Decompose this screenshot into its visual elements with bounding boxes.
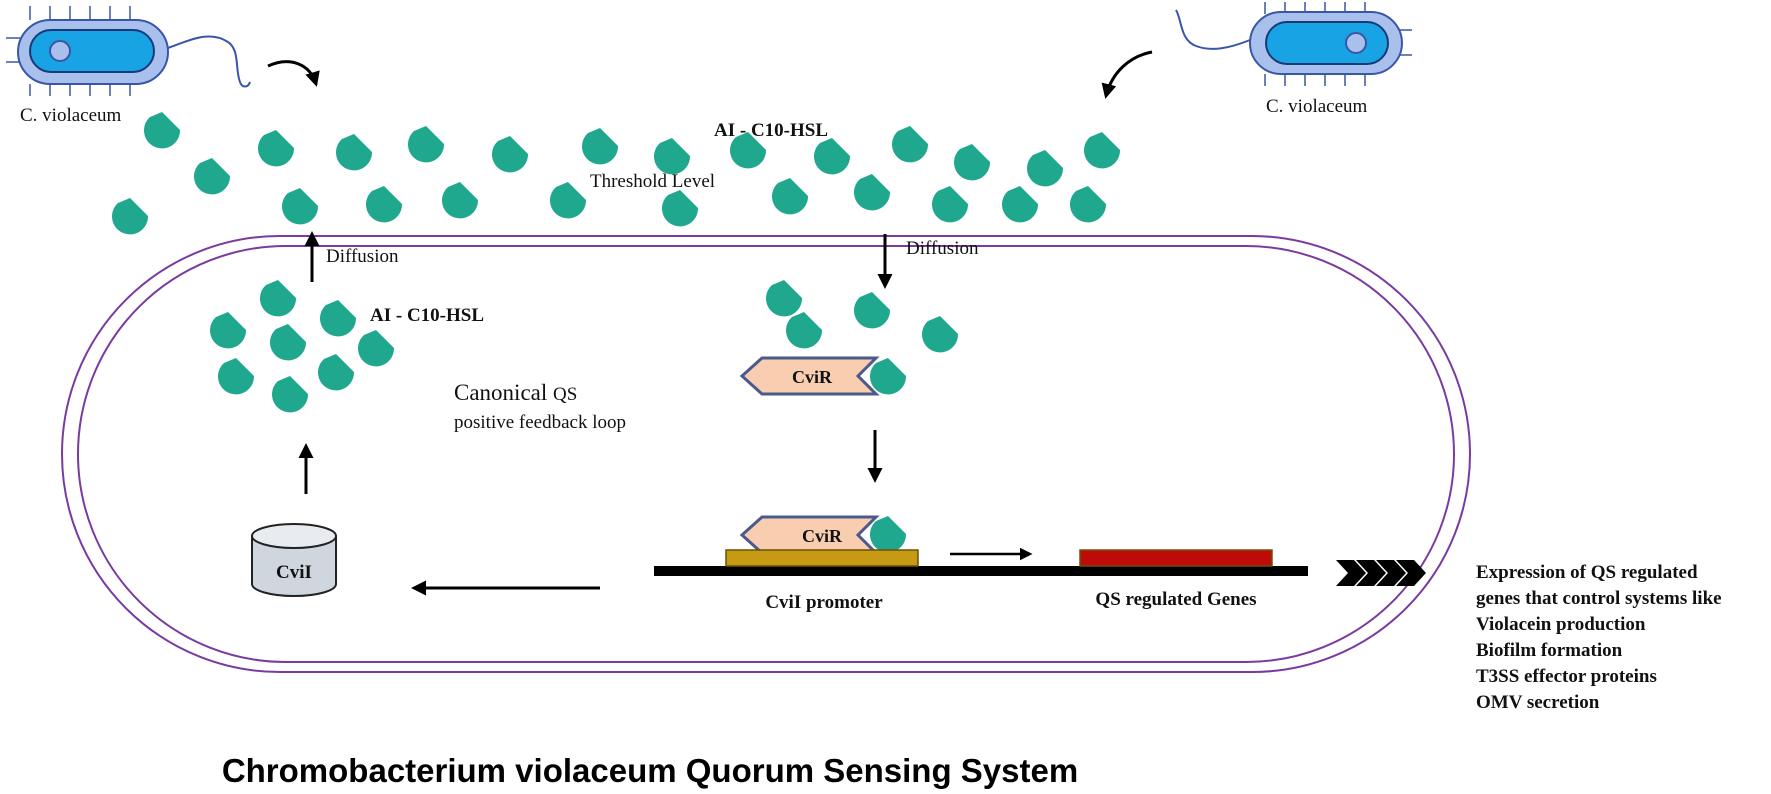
loop-title: Canonical QS (454, 380, 577, 405)
signal-molecule-icon (336, 134, 373, 171)
outcome-line: Violacein production (1476, 614, 1646, 635)
signal-molecule-icon (272, 376, 309, 413)
signal-molecule-icon (1070, 186, 1107, 223)
signal-molecule-icon (854, 292, 891, 329)
signal-molecule-icon (358, 330, 395, 367)
extracellular-signal-label: AI - C10-HSL (714, 120, 828, 141)
outcome-line: OMV secretion (1476, 692, 1600, 713)
signal-molecule-icon (210, 312, 247, 349)
cvir-bound-receptor: CviR (739, 515, 907, 555)
signal-molecule-icon (932, 186, 969, 223)
threshold-level-label: Threshold Level (590, 171, 715, 192)
signal-molecule-icon (1084, 132, 1121, 169)
signal-molecule-icon (892, 126, 929, 163)
cell-membrane (61, 235, 1471, 673)
signal-molecule-icon (654, 138, 691, 175)
cvir-receptor-label: CviR (792, 367, 833, 387)
bacterium-right-label: C. violaceum (1266, 96, 1368, 117)
incoming-signal-cluster (766, 280, 959, 353)
signal-molecule-icon (492, 136, 529, 173)
signal-molecule-icon (870, 516, 907, 553)
signal-molecule-icon (582, 128, 619, 165)
cvii-promoter-label: CviI promoter (765, 592, 883, 613)
signal-molecule-icon (408, 126, 445, 163)
dna-strand (654, 566, 1308, 576)
outcome-line: Expression of QS regulated (1476, 562, 1698, 583)
signal-molecule-icon (814, 138, 851, 175)
outcome-line: Biofilm formation (1476, 640, 1623, 661)
signal-molecule-icon (1002, 186, 1039, 223)
signal-molecule-icon (854, 174, 891, 211)
signal-molecule-icon (870, 358, 907, 395)
intracellular-signal-cluster (210, 280, 395, 413)
signal-molecule-icon (318, 354, 355, 391)
signal-molecule-icon (282, 188, 319, 225)
signal-molecule-icon (260, 280, 297, 317)
cvii-synthase-label: CviI (276, 562, 312, 583)
signal-molecule-icon (270, 324, 307, 361)
signal-molecule-icon (258, 130, 295, 167)
outcomes-list: Expression of QS regulated genes that co… (1476, 562, 1722, 713)
diffusion-in-label: Diffusion (906, 238, 979, 259)
cvir-receptor: CviR (739, 356, 907, 396)
outcome-line: genes that control systems like (1476, 588, 1722, 609)
qs-genes-label: QS regulated Genes (1095, 589, 1256, 610)
cvii-synthase-icon: CviI (251, 523, 337, 597)
bacterium-left-icon (6, 6, 251, 96)
signal-molecule-icon (366, 186, 403, 223)
signal-molecule-icon (662, 190, 699, 227)
signal-molecule-icon (218, 358, 255, 395)
arrow-left-bacterium (267, 60, 320, 87)
signal-molecule-icon (320, 300, 357, 337)
figure-caption: Chromobacterium violaceum Quorum Sensing… (222, 752, 1078, 789)
intracellular-signal-label: AI - C10-HSL (370, 305, 484, 326)
cvii-promoter-box (725, 549, 919, 567)
signal-molecule-icon (1027, 150, 1064, 187)
signal-molecule-icon (442, 182, 479, 219)
signal-molecule-icon (786, 312, 823, 349)
signal-molecule-icon (550, 182, 587, 219)
arrow-right-bacterium (1101, 50, 1153, 99)
diffusion-out-label: Diffusion (326, 246, 399, 267)
qs-genes-box (1079, 549, 1273, 567)
outcome-line: T3SS effector proteins (1476, 666, 1657, 687)
signal-molecule-icon (766, 280, 803, 317)
bacterium-left-label: C. violaceum (20, 105, 122, 126)
loop-subtitle: positive feedback loop (454, 412, 626, 433)
chevron-arrows-icon (1336, 560, 1426, 586)
signal-molecule-icon (112, 198, 149, 235)
cvir-bound-label: CviR (802, 526, 843, 546)
bacterium-right-icon (1175, 2, 1412, 86)
signal-molecule-icon (144, 112, 181, 149)
signal-molecule-icon (194, 158, 231, 195)
signal-molecule-icon (772, 178, 809, 215)
signal-molecule-icon (922, 316, 959, 353)
signal-molecule-icon (954, 144, 991, 181)
